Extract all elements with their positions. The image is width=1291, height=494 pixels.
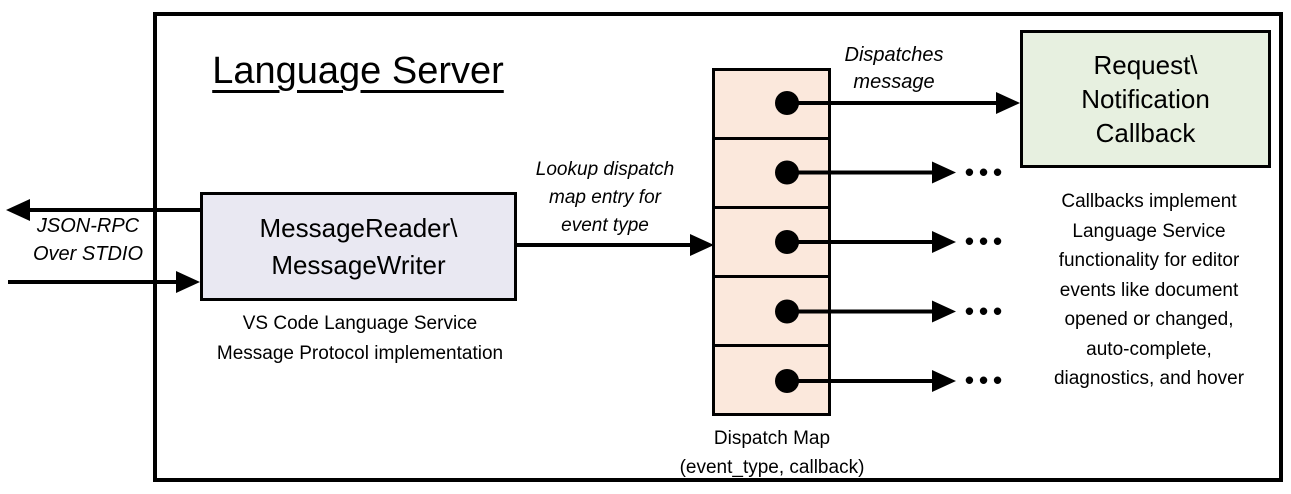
ellipsis-row-4: ••• <box>964 296 1008 326</box>
json-rpc-stdio-label: JSON-RPC Over STDIO <box>32 215 143 265</box>
message-reader-writer-label: MessageReader\ MessageWriter <box>259 212 458 280</box>
ellipsis-row-3: ••• <box>964 226 1008 256</box>
callbacks-caption: Callbacks implement Language Service fun… <box>1053 191 1245 389</box>
dispatch-map-box <box>712 68 831 416</box>
dispatch-map-caption: Dispatch Map (event_type, callback) <box>679 428 865 478</box>
dispatch-map-cell <box>715 137 828 206</box>
dispatch-map-cell <box>715 206 828 275</box>
reader-caption: VS Code Language Service Message Protoco… <box>216 313 504 364</box>
dispatch-map-cell <box>715 71 828 137</box>
diagram-title: Language Server <box>212 50 504 92</box>
language-server-container-box <box>153 12 1283 482</box>
dispatch-map-cell <box>715 275 828 344</box>
request-notification-callback-label: Request\ Notification Callback <box>1081 50 1210 148</box>
dispatch-map-cell <box>715 344 828 413</box>
dispatches-message-label: Dispatches message <box>844 44 944 93</box>
ellipsis-row-5: ••• <box>964 365 1008 395</box>
ellipsis-row-2: ••• <box>964 157 1008 187</box>
request-notification-callback-box: Request\ Notification Callback <box>1020 30 1271 168</box>
message-reader-writer-box: MessageReader\ MessageWriter <box>200 192 517 301</box>
lookup-dispatch-label: Lookup dispatch map entry for event type <box>535 159 675 236</box>
